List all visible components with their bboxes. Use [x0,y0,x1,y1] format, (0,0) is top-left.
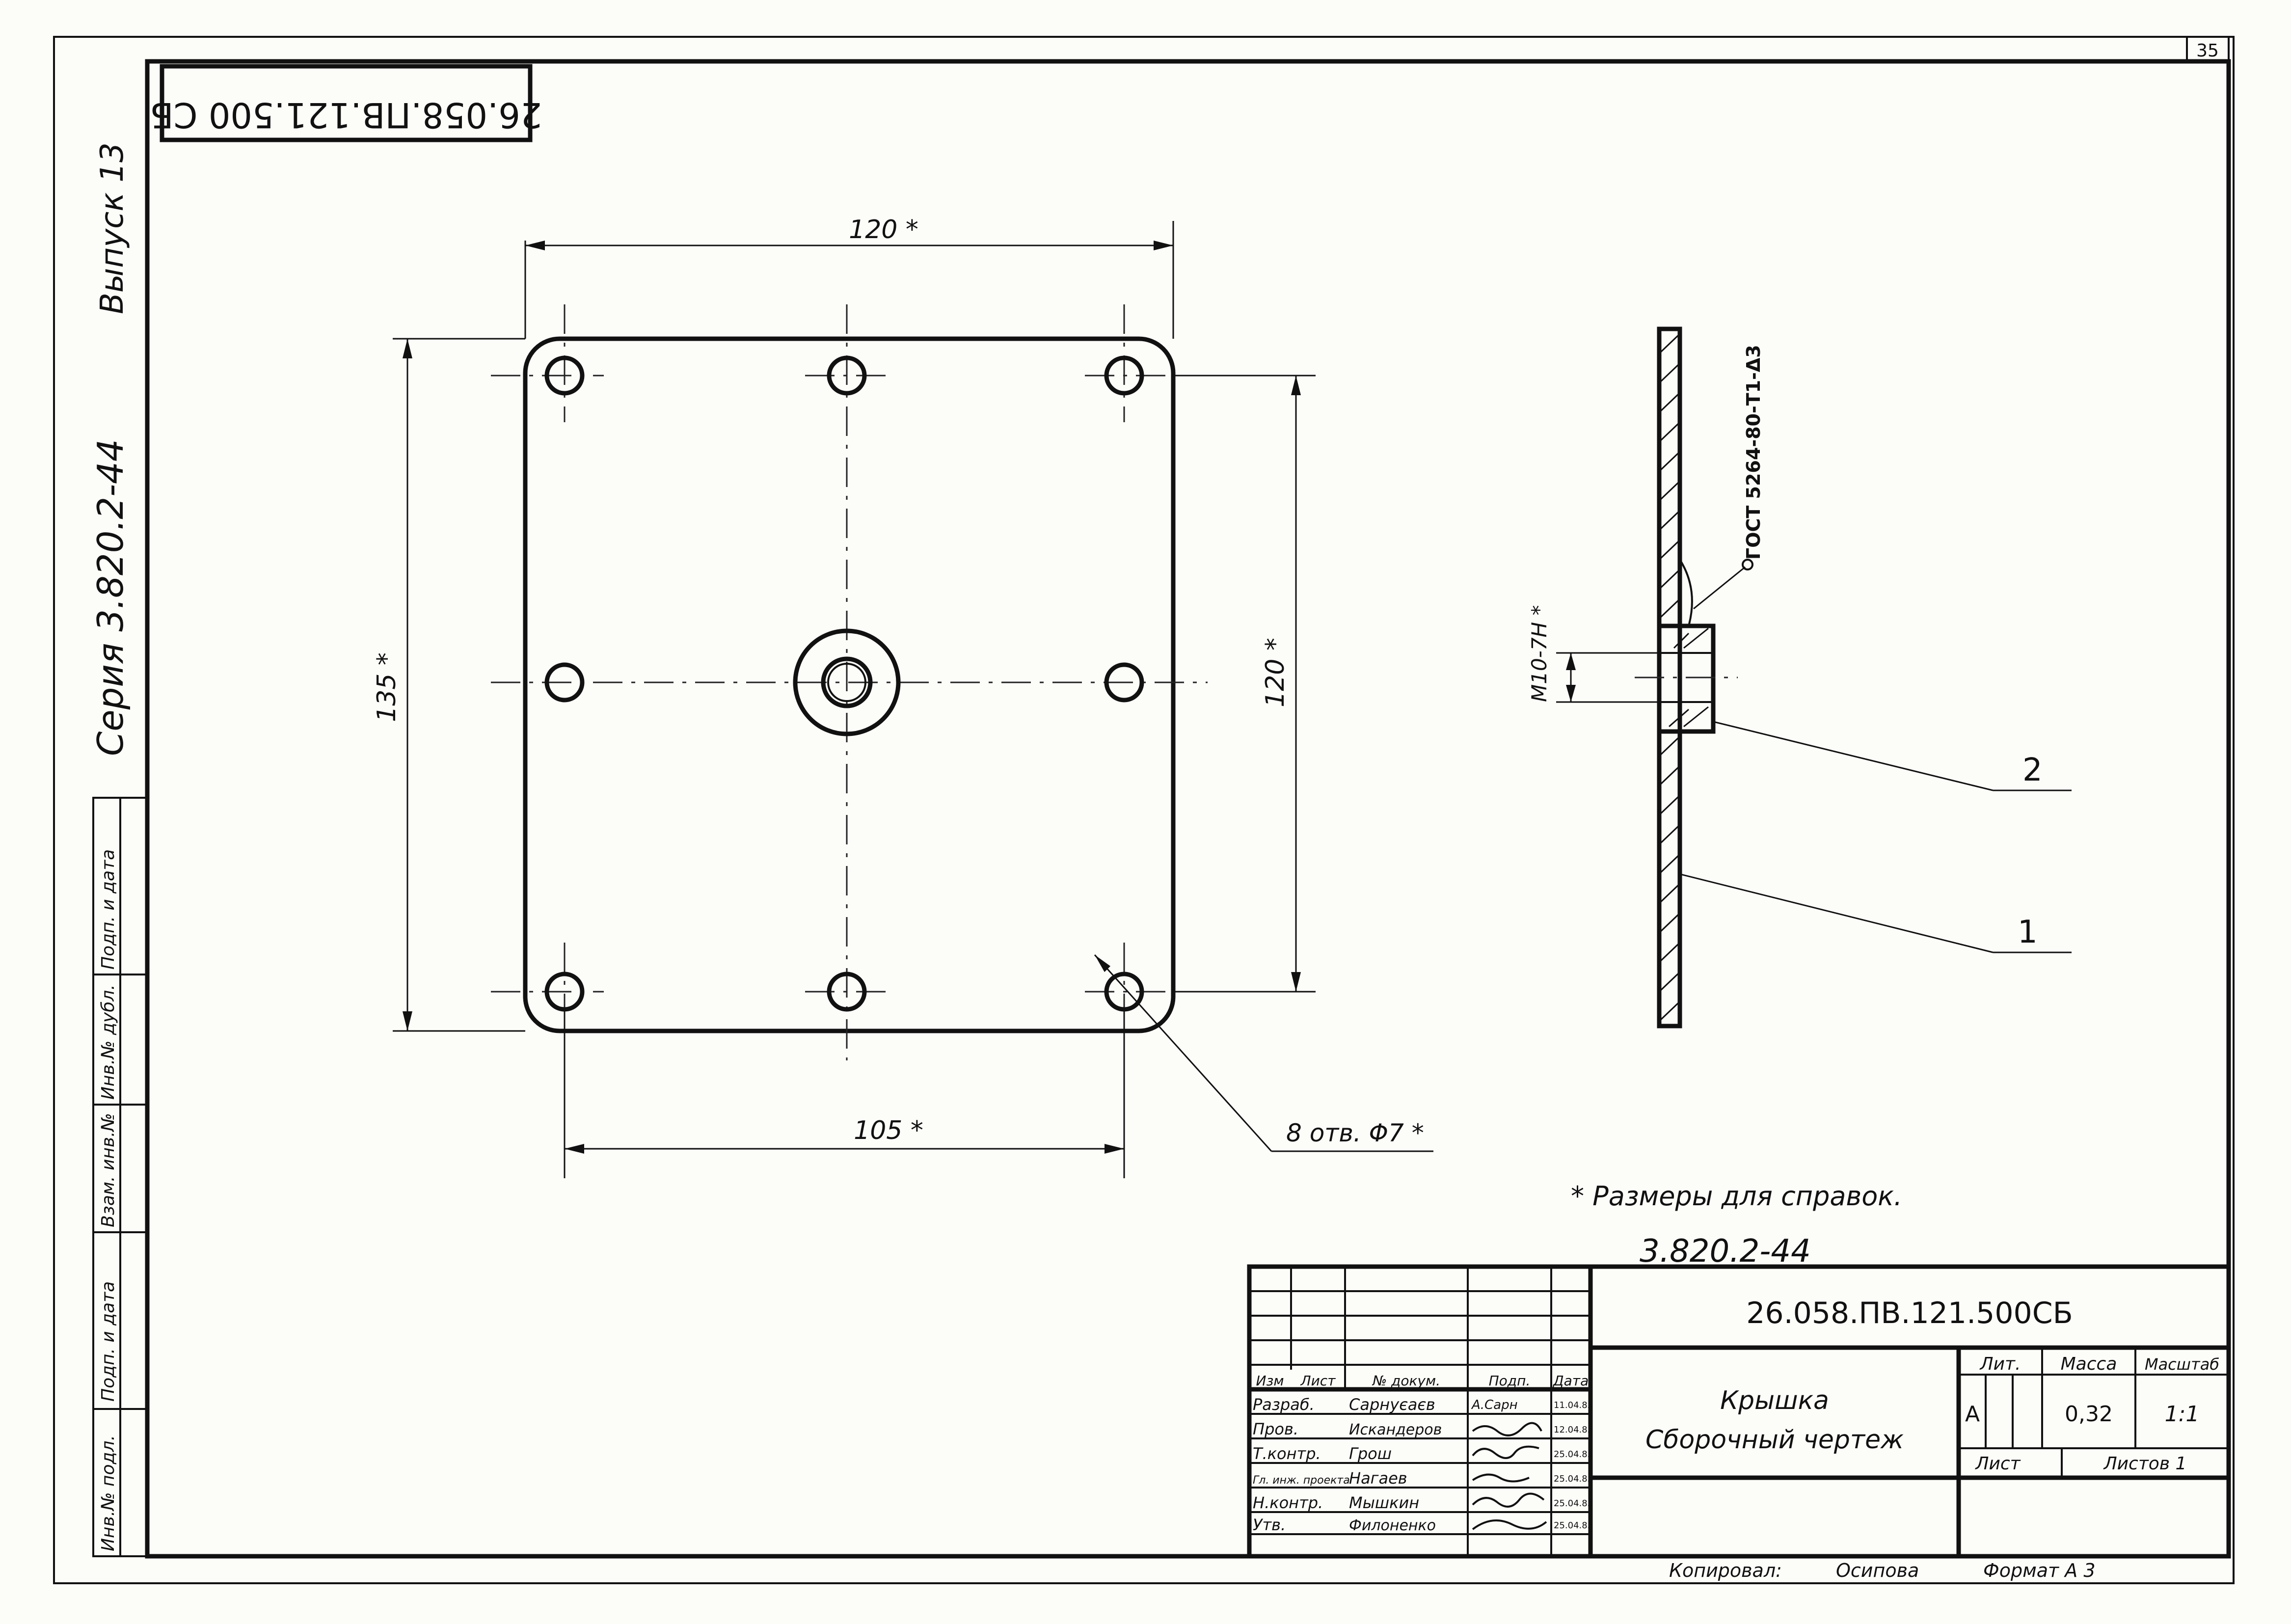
lit-value: А [1965,1402,1980,1427]
title-kind: Сборочный чертеж [1645,1425,1904,1455]
signature-0: А.Сарн [1471,1398,1518,1412]
title-name: Крышка [1720,1386,1829,1415]
name-4: Мышкин [1349,1493,1419,1512]
hole [1104,662,1144,703]
col-header-0: Изм [1256,1373,1284,1389]
series-title: Серия 3.820.2-44 [90,439,131,756]
reference-note: * Размеры для справок. [1571,1181,1902,1212]
col-header-4: Дата [1552,1373,1589,1389]
series-handwritten: 3.820.2-44 [1640,1233,1811,1270]
holes-callout: 8 отв. Φ7 * [1286,1119,1424,1147]
sheets-label: Листов 1 [2103,1454,2187,1474]
dim-bottom-span-label: 105 * [854,1116,923,1145]
hole [544,355,585,396]
stamp-label-3: Инв.№ дубл. [98,984,118,1100]
sheet-number-box [2186,36,2230,62]
stamp-label-2: Взам. инв.№ [98,1113,118,1227]
dim-left-height [393,338,525,1032]
role-4: Н.контр. [1253,1493,1323,1512]
date-0: 11.04.85 [1554,1400,1593,1410]
col-header-1: Лист [1300,1373,1336,1389]
role-0: Разраб. [1253,1395,1315,1414]
copied-label: Копировал: [1669,1560,1782,1581]
front-view-plate [491,304,1208,1060]
col-header-3: Подп. [1489,1373,1531,1389]
dim-top-width-label: 120 * [849,215,918,244]
sheet-number: 35 [2196,41,2219,61]
title-doc-code: 26.058.ПВ.121.500СБ [1746,1296,2073,1330]
side-view-section [1556,326,2072,1029]
hole [544,972,585,1012]
role-1: Пров. [1253,1420,1298,1438]
format-label: Формат А 3 [1983,1560,2096,1581]
hole [827,355,867,396]
weld-label: ГОСТ 5264-80-Т1-Δ3 [1743,345,1764,560]
center-boss [793,628,901,736]
title-block [1247,1264,2231,1559]
date-4: 25.04.85 [1554,1498,1593,1509]
name-3: Нагаев [1349,1469,1407,1488]
leader-2-label: 2 [2022,752,2043,788]
hole [1104,972,1144,1012]
dim-top-width [524,221,1174,339]
issue-title: Выпуск 13 [94,142,131,314]
dim-bottom-span [564,1011,1125,1178]
name-2: Грош [1349,1444,1392,1463]
name-5: Филоненко [1349,1517,1436,1534]
date-5: 25.04.85 [1554,1520,1593,1531]
dim-right-height [1173,375,1316,993]
role-5: Утв. [1253,1516,1286,1534]
stamp-label-1: Подп. и дата [98,1281,118,1402]
leader-1-label: 1 [2018,914,2038,950]
rotated-code-box [160,64,533,142]
dim-right-height-label: 120 * [1261,638,1290,707]
mass-label: Масса [2061,1354,2117,1374]
sheet-label: Лист [1974,1454,2021,1474]
stamp-label-4: Подп. и дата [98,849,118,970]
inner-frame [145,59,2231,1559]
mounting-holes [544,355,1144,1012]
role-3: Гл. инж. проекта [1253,1474,1350,1487]
name-1: Искандеров [1349,1421,1442,1438]
role-2: Т.контр. [1253,1444,1321,1463]
mass-value: 0,32 [2065,1402,2113,1427]
stamp-label-0: Инв.№ подл. [98,1435,118,1551]
dim-left-height-label: 135 * [372,652,402,722]
col-header-2: № докум. [1372,1373,1440,1389]
lit-label: Лит. [1979,1354,2021,1374]
hole [1104,355,1144,396]
scale-value: 1:1 [2165,1402,2200,1427]
rotated-doc-code: 26.058.ПВ.121.500 СБ [150,95,542,135]
thread-label: M10-7H * [1527,605,1551,703]
date-3: 25.04.85 [1554,1474,1593,1484]
holes-leader [1094,954,1433,1152]
hole [827,972,867,1012]
date-1: 12.04.85 [1554,1425,1593,1435]
scale-label: Масштаб [2145,1355,2219,1374]
date-2: 25.04.85 [1554,1449,1593,1460]
signature-scribbles [1472,1422,1547,1530]
outer-frame [53,36,2235,1584]
copier-name: Осипова [1836,1560,1919,1581]
hole [544,662,585,703]
left-stamp [92,797,148,1557]
name-0: Сарнуєаєв [1349,1395,1435,1414]
